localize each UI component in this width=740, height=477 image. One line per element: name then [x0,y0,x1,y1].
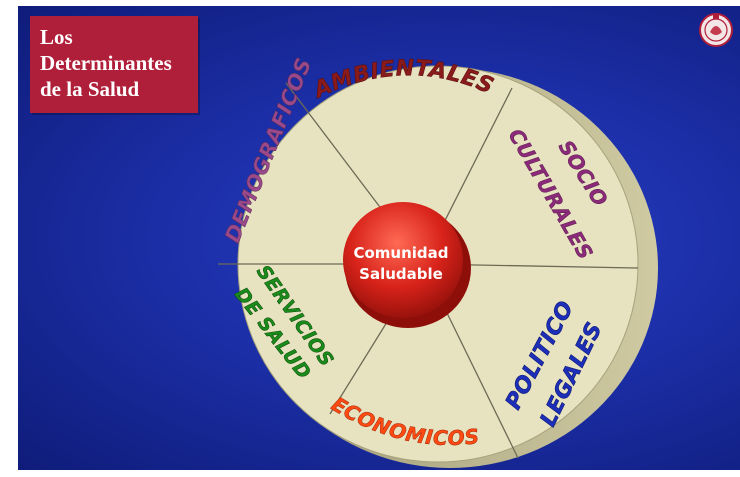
slide-background: Los Determinantes de la Salud [18,6,740,470]
hub-label-line2: Saludable [359,265,443,283]
determinants-wheel: Comunidad Saludable AMBIENTALES SOCIO CU… [218,54,658,468]
hub [343,202,463,318]
hub-label-line1: Comunidad [353,244,448,262]
slide-title: Los Determinantes de la Salud [40,25,172,101]
title-box: Los Determinantes de la Salud [30,16,198,113]
university-seal-icon [699,13,733,47]
